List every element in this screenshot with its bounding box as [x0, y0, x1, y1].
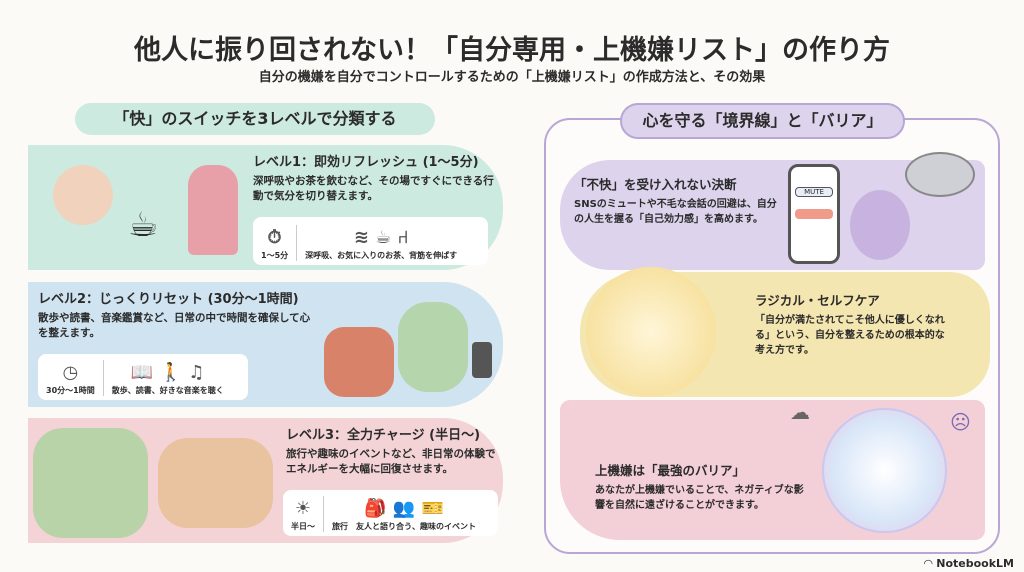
level2-icons: ◷ 30分〜1時間 📖 🚶 ♫ 散歩、読書、好きな音楽を聴く [38, 354, 248, 400]
ticket-icon: 🎫 [421, 498, 444, 519]
chair-icon: ⑁ [397, 227, 409, 248]
book-icon: 📖 [130, 362, 154, 383]
music-note-icon: ♫ [188, 362, 205, 383]
park-walk-illustration [398, 302, 468, 392]
page-subtitle: 自分の機嫌を自分でコントロールするための「上機嫌リスト」の作成方法と、その効果 [258, 70, 766, 85]
right-section-heading: 心を守る「境界線」と「バリア」 [620, 103, 905, 139]
walking-icon: 🚶 [159, 362, 183, 383]
angry-face-icon: ☹ [950, 410, 971, 434]
level2-card: レベル2：じっくりリセット (30分〜1時間) 散歩や読書、音楽鑑賞など、日常の… [28, 282, 503, 407]
stopwatch-icon: ⏱ [267, 227, 282, 248]
level3-title: レベル3：全力チャージ (半日〜) [286, 428, 481, 443]
boundary-title: 「不快」を受け入れない決断 [574, 177, 737, 192]
clock-icon: ◷ [62, 362, 79, 383]
chat-bubble-icon [795, 209, 833, 219]
blocked-cloud-icon [905, 152, 975, 197]
stretching-person-illustration [188, 165, 238, 255]
level2-title: レベル2：じっくりリセット (30分〜1時間) [38, 292, 299, 307]
wind-icon: ≋ [353, 227, 369, 248]
barrier-desc: あなたが上機嫌でいることで、ネガティブな影響を自然に遠ざけることができます。 [595, 485, 804, 511]
level1-desc: 深呼吸やお茶を飲むなど、その場ですぐにできる行動で気分を切り替えます。 [253, 175, 494, 202]
level1-card: ☕ レベル1：即効リフレッシュ (1〜5分) 深呼吸やお茶を飲むなど、その場です… [28, 145, 503, 270]
reading-armchair-illustration [324, 327, 394, 397]
backpack-icon: 🎒 [364, 498, 387, 519]
boundary-card: 「不快」を受け入れない決断 SNSのミュートや不毛な会話の回避は、自分の人生を握… [560, 152, 985, 270]
level2-desc: 散歩や読書、音楽鑑賞など、日常の中で時間を確保して心を整えます。 [38, 312, 311, 339]
people-icon: 👥 [392, 498, 416, 519]
phone-illustration: MUTE [788, 164, 840, 264]
page-title: 他人に振り回されない！「自分専用・上機嫌リスト」の作り方 [134, 35, 890, 66]
boundary-desc: SNSのミュートや不毛な会話の回避は、自分の人生を握る「自己効力感」を高めます。 [574, 199, 777, 225]
selfcare-desc: 「自分が満たされてこそ他人に優しくなれる」という、自分を整えるための根本的な考え… [755, 315, 945, 356]
tea-icon: ☕ [375, 227, 392, 248]
speaker-icon [472, 342, 492, 378]
mute-label: MUTE [795, 187, 833, 197]
hiker-illustration [33, 428, 148, 538]
self-hug-illustration [586, 267, 716, 397]
level3-icons: ☀ 半日〜 🎒 👥 🎫 旅行 友人と語り合う、趣味のイベント [283, 490, 498, 536]
examples-label: 深呼吸、お気に入りのお茶、背筋を伸ばす [305, 251, 458, 260]
level1-icons: ⏱ 1〜5分 ≋ ☕ ⑁ 深呼吸、お気に入りのお茶、背筋を伸ばす [253, 217, 488, 265]
notebooklm-logo-icon: ◠ [923, 557, 937, 570]
friends-talking-illustration [158, 438, 273, 528]
time-label: 1〜5分 [261, 251, 289, 260]
sun-icon: ☀ [294, 498, 312, 519]
time-label: 30分〜1時間 [46, 386, 95, 395]
examples-label: 旅行 友人と語り合う、趣味のイベント [332, 522, 476, 531]
time-label: 半日〜 [291, 522, 315, 531]
badge-label: NotebookLM [936, 557, 1014, 570]
selfcare-card: ラジカル・セルフケア 「自分が満たされてこそ他人に優しくなれる」という、自分を整… [580, 267, 990, 397]
storm-cloud-icon: ☁ [790, 400, 810, 424]
woman-stop-gesture-illustration [850, 190, 910, 260]
level1-title: レベル1：即効リフレッシュ (1〜5分) [253, 155, 479, 170]
bubble-barrier-illustration [822, 408, 947, 533]
selfcare-title: ラジカル・セルフケア [755, 293, 880, 308]
barrier-title: 上機嫌は「最強のバリア」 [595, 463, 746, 478]
tea-cup-icon: ☕ [128, 205, 159, 245]
barrier-card: 上機嫌は「最強のバリア」 あなたが上機嫌でいることで、ネガティブな影響を自然に遠… [560, 400, 985, 540]
level3-desc: 旅行や趣味のイベントなど、非日常の体験でエネルギーを大幅に回復させます。 [286, 448, 496, 475]
notebooklm-badge: ◠ NotebookLM [924, 557, 1014, 570]
left-section-heading: 「快」のスイッチを3レベルで分類する [75, 103, 435, 135]
woman-breathing-illustration [53, 165, 113, 225]
level3-card: レベル3：全力チャージ (半日〜) 旅行や趣味のイベントなど、非日常の体験でエネ… [28, 418, 503, 543]
examples-label: 散歩、読書、好きな音楽を聴く [111, 386, 224, 395]
